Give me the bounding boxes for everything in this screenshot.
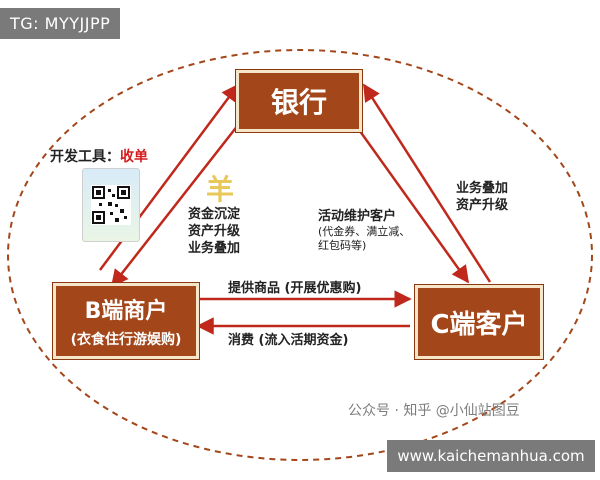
sheep-icon: 羊 — [206, 173, 235, 206]
dev-tools-highlight: 收单 — [120, 149, 148, 165]
arrow-bank-to-b — [110, 119, 243, 288]
url-text: www.kaichemanhua.com — [397, 447, 585, 465]
dev-tools-label: 开发工具：收单 — [50, 146, 148, 166]
arrow-c-to-bank — [362, 83, 492, 283]
qr-code-icon — [91, 185, 131, 225]
top-arrow-label: 提供商品 (开展优惠购) — [228, 281, 362, 296]
outer-ellipse — [7, 49, 593, 461]
dev-tools-prefix: 开发工具： — [50, 149, 120, 165]
right-label-1: 业务叠加 — [456, 181, 509, 196]
bank-node: 银行 — [236, 70, 362, 132]
middle-title: 活动维护客户 — [318, 209, 397, 224]
b-merchant-node: B端商户 (衣食住行游娱购) — [53, 283, 199, 359]
tg-tag: TG: MYYJJPP — [0, 8, 121, 39]
middle-labels: 活动维护客户 (代金券、满立减、 红包码等) — [318, 208, 410, 253]
watermark-text: 公众号 · 知乎 @小仙站图豆 — [348, 403, 520, 419]
left-edge-labels: 资金沉淀 资产升级 业务叠加 — [188, 206, 240, 257]
left-label-3: 业务叠加 — [188, 241, 241, 256]
left-label-1: 资金沉淀 — [188, 207, 241, 222]
url-badge: www.kaichemanhua.com — [387, 440, 595, 472]
b-merchant-sub-label: (衣食住行游娱购) — [70, 332, 182, 348]
c-client-node: C端客户 — [415, 285, 543, 359]
bank-label: 银行 — [270, 86, 327, 119]
payment-qr-card-image — [82, 168, 140, 242]
right-label-2: 资产升级 — [456, 198, 509, 213]
c-client-label: C端客户 — [430, 309, 528, 340]
right-edge-labels: 业务叠加 资产升级 — [456, 180, 508, 214]
b-merchant-label: B端商户 — [84, 299, 168, 324]
middle-detail-2: 红包码等) — [318, 239, 367, 252]
arrow-bank-to-c — [350, 119, 470, 284]
bottom-arrow-label: 消费 (流入活期资金) — [228, 333, 349, 348]
left-label-2: 资产升级 — [188, 224, 241, 239]
middle-detail-1: (代金券、满立减、 — [318, 225, 411, 238]
